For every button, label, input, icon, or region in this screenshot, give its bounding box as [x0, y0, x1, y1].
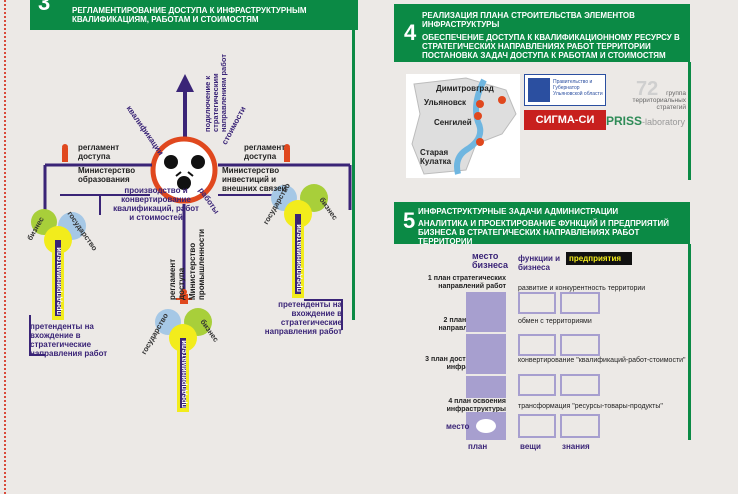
- right-ministry: Министерство инвестиций и внешних связей: [222, 166, 287, 193]
- grid-mesto-2: [466, 334, 506, 374]
- panel5-frame-right: [688, 244, 691, 440]
- grid-cell: [518, 292, 556, 314]
- row-4-desc: трансформация "ресурсы-товары-продукты": [518, 403, 663, 410]
- right-reglament: регламент доступа: [244, 143, 286, 161]
- center-note: производство и конвертирование квалифика…: [113, 186, 199, 222]
- arrow-up-label: подключение к стратегическим направления…: [203, 54, 228, 132]
- panel3-title: РЕГЛАМЕНТИРОВАНИЕ ДОСТУПА К ИНФРАСТРУКТУ…: [72, 6, 307, 24]
- panel3-header: РЕГЛАМЕНТИРОВАНИЕ ДОСТУПА К ИНФРАСТРУКТУ…: [30, 0, 358, 30]
- left-reglament: регламент доступа: [78, 143, 120, 161]
- bottom-predprinimateli: предприниматели: [179, 340, 188, 408]
- panel3-number: 3: [38, 0, 51, 15]
- panel4-header: РЕАЛИЗАЦИЯ ПЛАНА СТРОИТЕЛЬСТВА ЭЛЕМЕНТОВ…: [394, 4, 690, 62]
- grid-mesto-1: [466, 292, 506, 332]
- row-3-desc: конвертирование "квалификаций-работ-стои…: [518, 357, 686, 364]
- foot-plan: план: [468, 442, 488, 451]
- right-caption: претенденты на вхождение в стратегически…: [264, 300, 342, 336]
- grid-cell: [518, 334, 556, 356]
- grid-cell: [560, 374, 600, 396]
- logo-government: Правительство и Губернатор Ульяновской о…: [524, 74, 606, 106]
- panel5-number: 5: [403, 208, 416, 233]
- city-sengiley: Сенгилей: [434, 118, 472, 127]
- panel5-header: ИНФРАСТРУКТУРНЫЕ ЗАДАЧИ АДМИНИСТРАЦИИ АН…: [394, 202, 690, 246]
- logo-group-number: 72: [636, 78, 659, 100]
- col-predpr: предприятия: [566, 252, 632, 265]
- region-map: Димитровград Ульяновск Сенгилей Старая К…: [406, 74, 520, 178]
- grid-cell: [518, 374, 556, 396]
- city-dimitrovgrad: Димитровград: [436, 84, 494, 93]
- foot-znania: знания: [562, 442, 590, 451]
- city-staraya-kulatka: Старая Кулатка: [420, 148, 452, 166]
- left-caption: претенденты на вхождение в стратегически…: [30, 322, 108, 358]
- panel5-title1: ИНФРАСТРУКТУРНЫЕ ЗАДАЧИ АДМИНИСТРАЦИИ: [418, 207, 619, 216]
- coat-of-arms-icon: [528, 78, 550, 102]
- grid-mesto-3: [466, 376, 506, 398]
- col-mesto: место бизнеса: [472, 251, 509, 270]
- panel5-title2: АНАЛИТИКА И ПРОЕКТИРОВАНИЕ ФУНКЦИЙ И ПРЕ…: [418, 219, 670, 246]
- logo-gov-text: Правительство и Губернатор Ульяновской о…: [553, 79, 603, 97]
- panel4-number: 4: [404, 20, 417, 45]
- logo-group-text: группа территориальных стратегий: [632, 90, 686, 111]
- row-1-desc: развитие и конкурентность территории: [518, 285, 646, 292]
- panel3-diagram: [29, 74, 352, 412]
- bottom-ministry: Министерство промышленности: [188, 228, 206, 300]
- left-ministry: Министерство образования: [78, 166, 136, 184]
- bottom-reglament: регламент доступа: [168, 258, 186, 300]
- right-predprinimateli: предприниматели: [294, 224, 303, 292]
- panel4-frame-right: [688, 62, 691, 180]
- city-ulyanovsk: Ульяновск: [424, 98, 467, 107]
- row-2-desc: обмен с территориями: [518, 318, 592, 325]
- foot-mesto: место: [446, 422, 470, 431]
- grid-cell: [518, 414, 556, 438]
- panel3-frame-right: [352, 30, 355, 320]
- foot-veshi: вещи: [520, 442, 541, 451]
- row-1-label: 1 план стратегических направлений работ: [427, 275, 506, 290]
- place-oval: [476, 419, 496, 433]
- panel4-title2: ОБЕСПЕЧЕНИЕ ДОСТУПА К КВАЛИФИКАЦИОННОМУ …: [422, 33, 680, 60]
- grid-cell: [560, 334, 600, 356]
- grid-cell: [560, 292, 600, 314]
- logo-priss: PRISS-laboratory: [606, 114, 686, 128]
- page-left-border: [4, 0, 6, 494]
- grid-cell: [560, 414, 600, 438]
- logo-sigma: СИГМА-СИ: [524, 110, 606, 130]
- panel4-title1: РЕАЛИЗАЦИЯ ПЛАНА СТРОИТЕЛЬСТВА ЭЛЕМЕНТОВ…: [422, 11, 635, 29]
- row-4-label: 4 план освоения инфраструктуры: [446, 398, 506, 413]
- left-predprinimateli: предприниматели: [54, 247, 63, 315]
- col-funkcii: функции и бизнеса: [518, 254, 561, 272]
